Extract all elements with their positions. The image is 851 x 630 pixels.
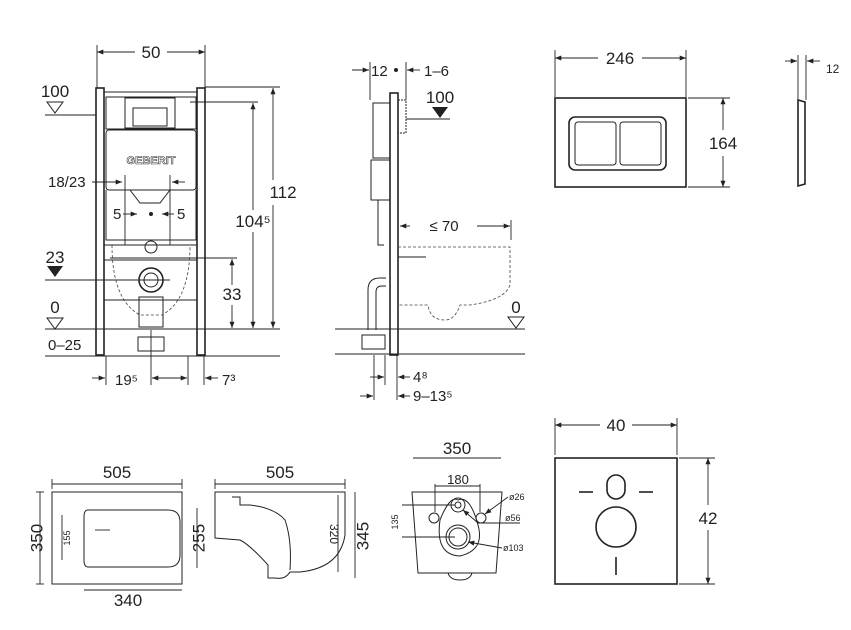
plate-depth-label: 12	[826, 62, 840, 76]
side-level-0-label: 0	[511, 298, 520, 317]
flush-distance-label: 18/23	[48, 174, 86, 191]
rear-height-label: 345	[353, 522, 372, 550]
panel-width-label: 40	[607, 416, 626, 435]
flush-plate-view: 246 164 12	[554, 49, 840, 188]
waste-height-label: 33	[223, 285, 242, 304]
side-level-100-label: 100	[426, 88, 454, 107]
panel-height-label: 42	[699, 509, 718, 528]
outlet-diameter-label: ø103	[503, 543, 524, 553]
bolt-diameter-label: ø26	[509, 492, 525, 502]
sound-panel-view: 40 42	[554, 416, 718, 585]
adjust-label: 1–6	[424, 63, 449, 80]
height-frame-label: 104⁵	[235, 212, 270, 231]
foot-offset-label: 7³	[222, 372, 235, 389]
offset-right-label: 5	[177, 206, 185, 223]
bowl-width-label: 350	[27, 524, 46, 552]
hole-offset-label: 155	[62, 530, 72, 545]
bolt-height-label: 135	[390, 514, 400, 529]
floor-range-label: 0–25	[48, 337, 81, 354]
level-23-label: 23	[46, 248, 65, 267]
depth-label: 12	[371, 63, 388, 80]
rear-width-label: 350	[443, 439, 471, 458]
post-spacing-label: 19⁵	[115, 372, 138, 389]
bolt-spacing-label: 180	[447, 472, 469, 487]
frame-front-view: 50 GEBERIT 100 18/23 5 5	[41, 43, 297, 389]
brand-logo: GEBERIT	[127, 155, 176, 167]
bowl-length-label: 505	[103, 463, 131, 482]
bowl-rear-view: 350 180 135 ø26 ø56 ø103	[390, 439, 525, 581]
plate-width-label: 246	[606, 49, 634, 68]
bowl-side-view: 505 320 345	[214, 463, 372, 579]
frame-width-label: 50	[142, 43, 161, 62]
height-total-label: 112	[269, 183, 296, 202]
level-100-label: 100	[41, 82, 69, 101]
bowl-projection-label: ≤ 70	[429, 218, 458, 235]
level-0-label: 0	[50, 298, 59, 317]
front-height-label: 320	[327, 524, 341, 544]
inlet-diameter-label: ø56	[505, 513, 521, 523]
inner-width-label: 255	[189, 524, 208, 552]
bowl-top-view: 505 350 155 340 255	[27, 463, 208, 610]
inner-length-label: 340	[114, 591, 142, 610]
plate-height-label: 164	[709, 134, 737, 153]
frame-side-view: 12 1–6 100 ≤ 70 0 4⁸ 9–13⁵	[335, 62, 525, 405]
plate-thickness-label: 4⁸	[413, 369, 428, 386]
side-length-label: 505	[266, 463, 294, 482]
offset-left-label: 5	[113, 206, 121, 223]
wall-range-label: 9–13⁵	[413, 388, 453, 405]
